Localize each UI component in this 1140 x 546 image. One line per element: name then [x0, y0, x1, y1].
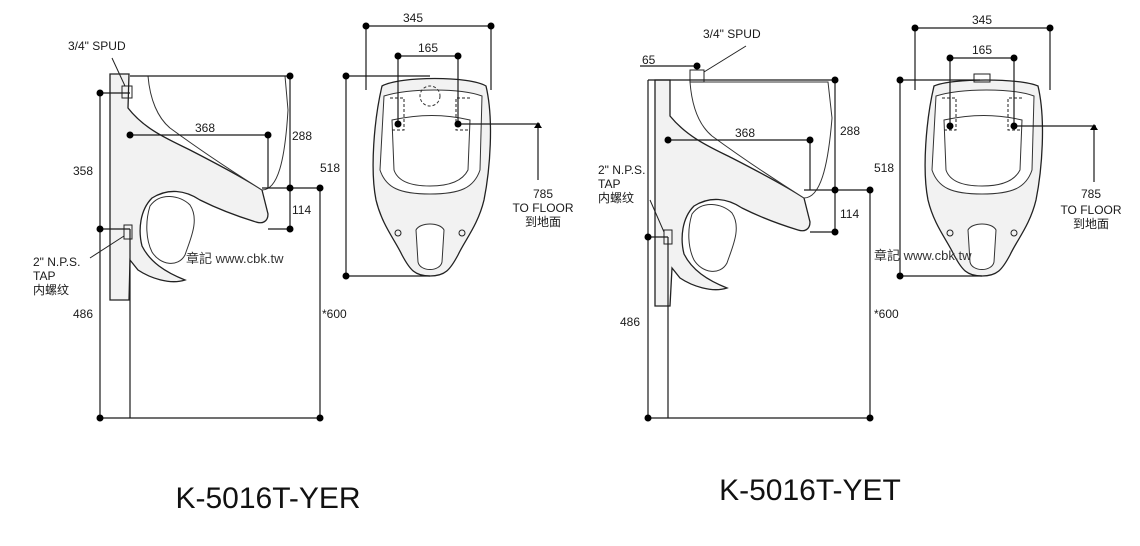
- right-floor-num: 785: [1081, 187, 1101, 201]
- left-mount-hole-left: [394, 229, 402, 237]
- right-top-spud-front: [973, 73, 991, 83]
- right-watermark: 章記 www.cbk.tw: [874, 248, 972, 263]
- left-dim-114: 114: [292, 203, 311, 217]
- right-dim-165: 165: [972, 43, 992, 57]
- right-floor-cn: 到地面: [1073, 217, 1109, 231]
- left-floor-cn: 到地面: [525, 215, 561, 229]
- right-dim-486: 486: [620, 315, 640, 329]
- right-dim-65: 65: [642, 53, 656, 67]
- left-front-view-drain: [415, 223, 445, 270]
- right-model-label: K-5016T-YET: [719, 474, 901, 507]
- left-spud-hole: [419, 85, 441, 107]
- left-model-label: K-5016T-YER: [175, 482, 360, 515]
- left-tap-line3: 内螺纹: [33, 283, 69, 297]
- left-dim-288: 288: [292, 129, 312, 143]
- left-dim-358: 358: [73, 164, 93, 178]
- left-outlet-tap: [123, 224, 133, 240]
- right-bracket-left: [942, 97, 957, 131]
- right-floor-text: TO FLOOR: [1060, 203, 1121, 217]
- left-spud-leader: [111, 57, 126, 87]
- right-tap-line3: 内螺纹: [598, 191, 634, 205]
- left-tap-line1: 2" N.P.S.: [33, 255, 80, 269]
- left-spud-label: 3/4" SPUD: [68, 39, 126, 53]
- right-side-view-trap: [688, 204, 737, 272]
- left-side-view-bowl: [147, 75, 289, 191]
- right-arrow-785: [1090, 124, 1098, 130]
- right-tap-line2: TAP: [598, 177, 620, 191]
- left-front-view-bowl-inner: [391, 115, 471, 187]
- right-side-view-body: [654, 79, 811, 307]
- left-watermark: 章記 www.cbk.tw: [186, 251, 284, 266]
- right-spud-leader: [703, 45, 747, 73]
- left-spud-inlet: [121, 85, 133, 99]
- left-dim-518: 518: [320, 161, 340, 175]
- left-dim-486: 486: [73, 307, 93, 321]
- right-spud-label: 3/4" SPUD: [703, 27, 761, 41]
- right-top-spud: [689, 69, 705, 83]
- right-dim-368: 368: [735, 126, 755, 140]
- right-front-view-bowl-inner: [943, 115, 1023, 187]
- right-front-view-drain: [967, 223, 997, 270]
- right-bracket-right: [1007, 97, 1022, 131]
- left-floor-num: 785: [533, 187, 553, 201]
- right-dim-114: 114: [840, 207, 859, 221]
- left-arrow-785: [534, 122, 542, 128]
- left-drawing: 3/4" SPUD 345 165 368 288 358 114 518 48…: [33, 11, 574, 515]
- right-mount-hole-right: [1010, 229, 1018, 237]
- right-dim-345: 345: [972, 13, 992, 27]
- left-bracket-left: [390, 97, 405, 131]
- right-tap-line1: 2" N.P.S.: [598, 163, 645, 177]
- right-tap-leader: [649, 199, 665, 233]
- left-dim-600: *600: [322, 307, 347, 321]
- right-mount-hole-left: [946, 229, 954, 237]
- right-dim-600: *600: [874, 307, 899, 321]
- left-floor-text: TO FLOOR: [512, 201, 573, 215]
- right-dim-518: 518: [874, 161, 894, 175]
- left-mount-hole-right: [458, 229, 466, 237]
- left-dim-368: 368: [195, 121, 215, 135]
- left-tap-leader: [89, 235, 125, 259]
- left-bracket-right: [455, 97, 470, 131]
- left-dim-165: 165: [418, 41, 438, 55]
- left-side-view-trap: [146, 196, 195, 264]
- left-tap-line2: TAP: [33, 269, 55, 283]
- right-dim-288: 288: [840, 124, 860, 138]
- left-dim-345: 345: [403, 11, 423, 25]
- left-side-view-body: [109, 73, 269, 301]
- right-drawing: 3/4" SPUD 65 345 165 368 288 114 518 486…: [598, 13, 1122, 507]
